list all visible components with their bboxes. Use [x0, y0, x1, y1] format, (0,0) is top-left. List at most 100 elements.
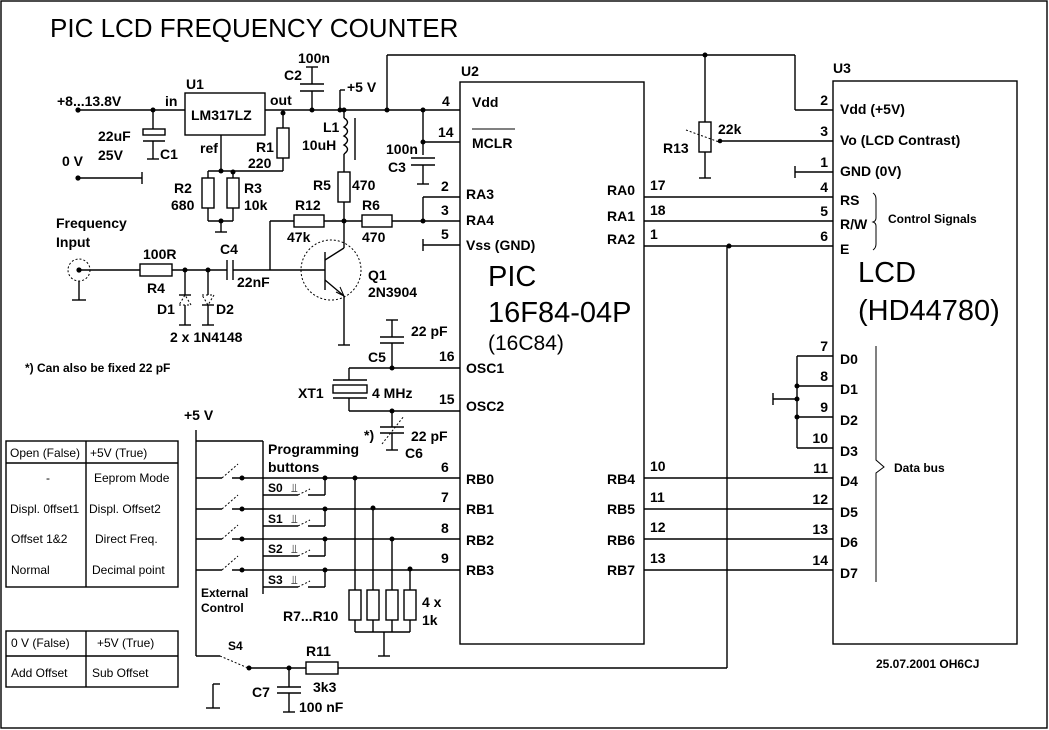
pushbutton-icon: ⫫ [291, 542, 298, 556]
r13-value: 22k [718, 121, 742, 137]
c7-ref: C7 [252, 684, 270, 700]
u3-pin-number: 11 [813, 460, 828, 476]
c4-value: 22nF [237, 274, 270, 290]
potentiometer-r13: R13 22k [663, 55, 833, 179]
u2-pin-3-number: 3 [441, 202, 449, 218]
u3-pin-d7: D7 [840, 565, 858, 581]
r6-ref: R6 [362, 197, 380, 213]
r4-value: 100R [143, 246, 176, 262]
resistor-r11: R11 3k3 [305, 643, 727, 695]
r12-ref: R12 [295, 197, 321, 213]
u3-pin-number: 1 [820, 154, 828, 170]
diodes-value: 2 x 1N4148 [170, 329, 243, 345]
u2-pin-ra3: RA3 [466, 186, 494, 202]
c4-ref: C4 [220, 241, 238, 257]
c6-note-mark: *) [364, 427, 374, 443]
u2-pin-10-number: 10 [650, 458, 666, 474]
u3-pin-number: 3 [820, 123, 828, 139]
u3-pin-d2: D2 [840, 412, 858, 428]
u2-pin-1-number: 1 [650, 226, 658, 242]
u2-pin-vss: Vss (GND) [466, 237, 535, 253]
u3-pin-d5: D5 [840, 504, 858, 520]
resistor-r12: R12 47k [270, 197, 344, 245]
external-switch-icon[interactable] [221, 494, 239, 510]
switch-row-s0: S0⫫ [196, 463, 460, 496]
u3-pin-d0: D0 [840, 351, 858, 367]
external-switch-icon[interactable] [221, 463, 239, 479]
frequency-input-label-2: Input [56, 234, 91, 250]
external-switch-icon[interactable] [221, 524, 239, 540]
u3-pin-d1: D1 [840, 381, 858, 397]
c1-ref: C1 [160, 146, 178, 162]
r7-r10-count: 4 x [422, 594, 442, 610]
table1-cell: Displ. Offset2 [89, 502, 161, 516]
u3-pin-gnd-0v: GND (0V) [840, 163, 901, 179]
footnote: *) Can also be fixed 22 pF [25, 361, 170, 375]
u1-ref: U1 [186, 76, 204, 92]
table1-cell: Displ. 0ffset1 [10, 502, 79, 516]
resistor-network-r7-r10: R7...R10 4 x 1k [283, 475, 442, 657]
u2-pin-6-number: 6 [441, 459, 449, 475]
u2-part-line-2: 16F84-04P [488, 297, 632, 329]
r11-value: 3k3 [313, 679, 337, 695]
u2-pin-ra0: RA0 [607, 182, 635, 198]
u3-pin-vo-lcd-contrast: Vo (LCD Contrast) [840, 132, 960, 148]
d2-ref: D2 [216, 301, 234, 317]
r3-value: 10k [244, 197, 268, 213]
r3-ref: R3 [244, 180, 262, 196]
crystal-oscillator: 22 pF C5 XT1 4 MHz *) 22 pF C6 [298, 319, 460, 461]
u2-pin-rb3: RB3 [466, 562, 494, 578]
u2-pin-rb5: RB5 [607, 501, 635, 517]
u2-pin-rb1: RB1 [466, 501, 494, 517]
u3-pin-number: 13 [812, 521, 828, 537]
resistor-r3: R3 10k [226, 172, 268, 221]
diode-d2: D2 [201, 270, 234, 326]
u1-pin-out: out [270, 92, 292, 108]
xt1-value: 4 MHz [372, 385, 412, 401]
u2-pin-8-number: 8 [441, 520, 449, 536]
u2-pin-16-number: 16 [439, 348, 455, 364]
u2-pin-14-number: 14 [438, 124, 454, 140]
programming-label: Programming [268, 441, 359, 457]
microcontroller-u2: U2 14 2 3 5 16 15 6 7 8 9 Vdd MCLR RA3 R… [438, 63, 666, 645]
capacitor-c1: 22uF 25V C1 [98, 110, 178, 163]
switch-label-s2[interactable]: S2 [268, 542, 283, 556]
u3-pin-number: 4 [820, 179, 828, 195]
c7-value: 100 nF [299, 699, 344, 715]
resistor-r1: R1 220 [208, 113, 290, 172]
u2-pin-rb6: RB6 [607, 532, 635, 548]
c2-value: 100n [298, 50, 330, 66]
buttons-label: buttons [268, 459, 320, 475]
external-switch-icon[interactable] [221, 555, 239, 571]
switch-label-s1[interactable]: S1 [268, 512, 283, 526]
s4-label: S4 [228, 639, 243, 653]
r12-value: 47k [287, 229, 311, 245]
switch-label-s0[interactable]: S0 [268, 481, 283, 495]
u3-pin-number: 6 [820, 228, 828, 244]
u3-pin-number: 2 [820, 92, 828, 108]
resistor-r6: R6 470 [344, 197, 460, 245]
diagram-title: PIC LCD FREQUENCY COUNTER [50, 13, 458, 43]
r2-ref: R2 [174, 180, 192, 196]
u3-pin-number: 5 [820, 203, 828, 219]
resistor-r4: 100R R4 [139, 246, 176, 296]
u3-pin-number: 8 [820, 368, 828, 384]
u2-pin-ra1: RA1 [607, 208, 635, 224]
external-label: External [201, 586, 248, 600]
u3-pin-number: 12 [812, 491, 828, 507]
c3-value: 100n [386, 141, 418, 157]
u3-pin-rs: RS [840, 192, 859, 208]
switch-label-s3[interactable]: S3 [268, 573, 283, 587]
u2-pin-osc1: OSC1 [466, 360, 504, 376]
plus5v-rail-label: +5 V [347, 79, 377, 95]
r7-r10-ref: R7...R10 [283, 608, 338, 624]
q1-value: 2N3904 [368, 284, 417, 300]
capacitor-c4: C4 22nF [220, 241, 301, 290]
u2-part-line-1: PIC [488, 261, 536, 293]
control-signals-label: Control Signals [888, 212, 977, 226]
table2-cell: Sub Offset [92, 666, 149, 680]
c6-ref: C6 [405, 445, 423, 461]
